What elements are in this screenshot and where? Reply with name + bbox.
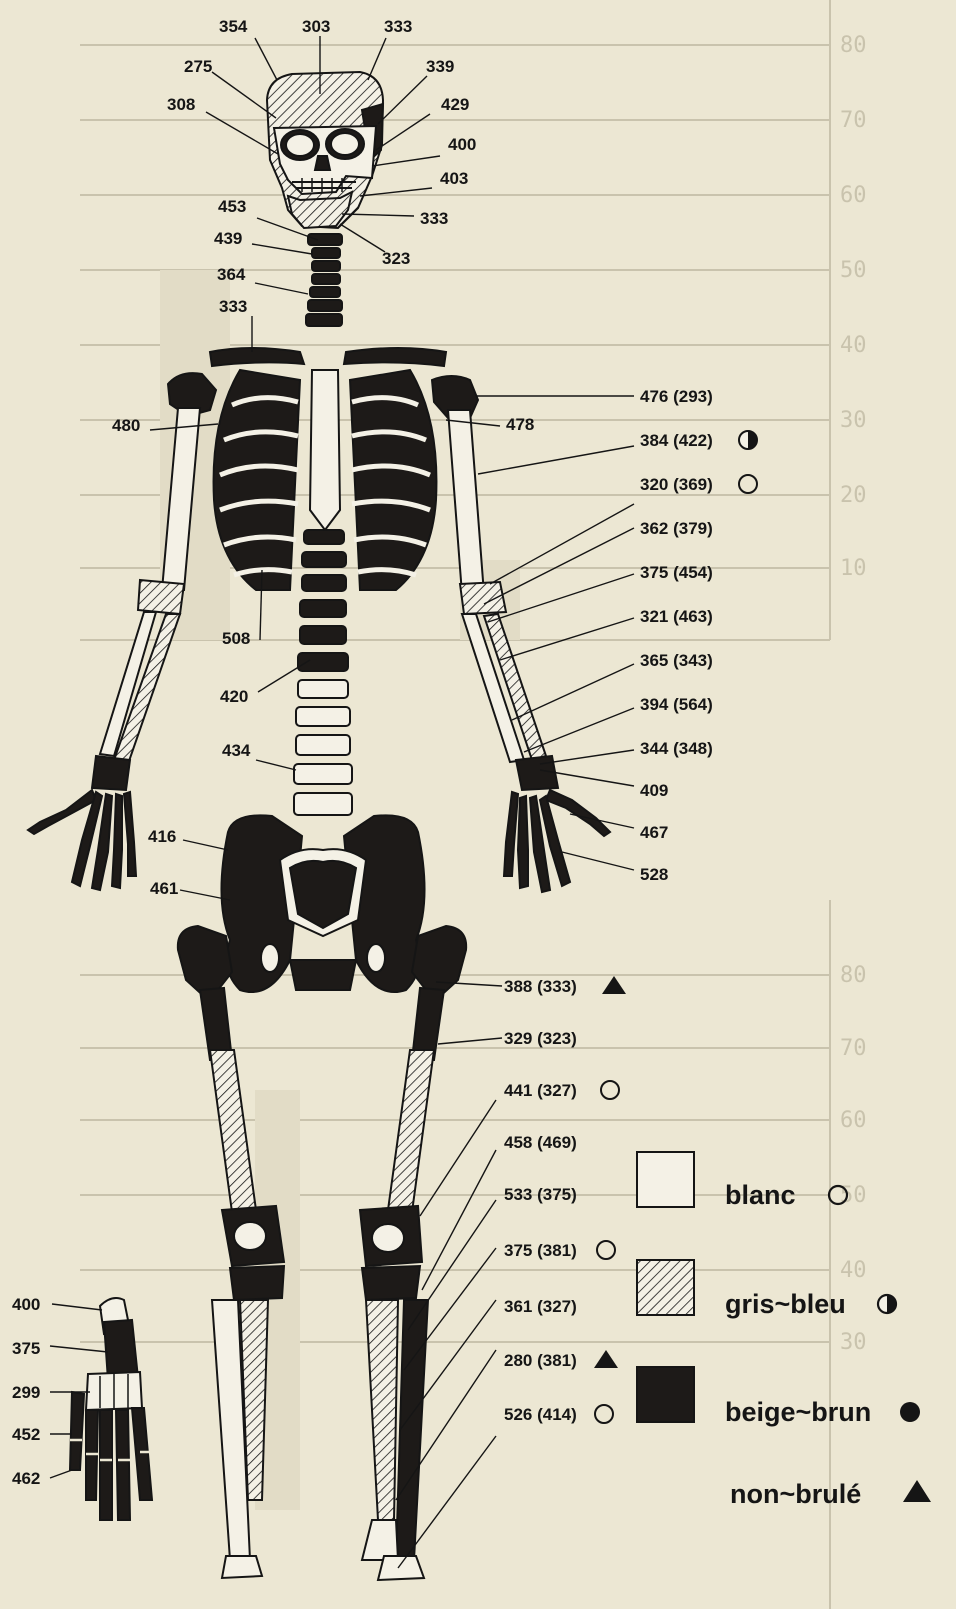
legend: blanc gris~bleu beige~brun non~brulé: [637, 1152, 931, 1509]
label-skull-right-4: 403: [440, 169, 468, 188]
ghost-tick: 40: [840, 1258, 867, 1283]
label-neck-1: 439: [214, 229, 242, 248]
label-arm-left-2: 508: [222, 629, 250, 648]
label-arm-right-11: 409: [640, 781, 668, 800]
lumbar-spine: [294, 530, 352, 815]
ghost-axis-ticks: 80 70 60 50 40 30 20 10 80 70 60 50 40 30: [840, 33, 867, 1355]
ghost-tick: 80: [840, 963, 867, 988]
label-leg-right-6: 375 (381): [504, 1241, 577, 1260]
label-skull-right-1: 339: [426, 57, 454, 76]
label-skull-left-1: 275: [184, 57, 212, 76]
label-arm-right-13: 528: [640, 865, 668, 884]
ghost-tick: 50: [840, 258, 867, 283]
pelvis: [221, 815, 424, 992]
label-leg-right-7: 361 (327): [504, 1297, 577, 1316]
label-leg-right-4: 458 (469): [504, 1133, 577, 1152]
label-arm-right-1: 478: [506, 415, 534, 434]
ghost-tick: 10: [840, 556, 867, 581]
label-arm-right-10: 344 (348): [640, 739, 713, 758]
triangle-icon: [602, 976, 626, 994]
label-foot-2: 375: [12, 1339, 40, 1358]
triangle-icon: [594, 1350, 618, 1368]
label-leg-right-9: 526 (414): [504, 1405, 577, 1424]
cervical-spine: [306, 234, 342, 326]
label-skull-top-3: 333: [384, 17, 412, 36]
label-spine-2: 434: [222, 741, 251, 760]
legend-half-circle-icon: [878, 1295, 896, 1313]
leg-right: [360, 926, 466, 1580]
label-arm-right-12: 467: [640, 823, 668, 842]
arm-left: [28, 408, 200, 890]
open-circle-icon: [739, 475, 757, 493]
label-skull-right-3: 400: [448, 135, 476, 154]
skull: [267, 72, 383, 228]
label-arm-right-7: 321 (463): [640, 607, 713, 626]
label-pelvis-2: 461: [150, 879, 178, 898]
ghost-tick: 70: [840, 1036, 867, 1061]
ghost-tick: 20: [840, 483, 867, 508]
label-spine-1: 420: [220, 687, 248, 706]
ghost-tick: 60: [840, 1108, 867, 1133]
label-leg-right-5: 533 (375): [504, 1185, 577, 1204]
legend-label-non-brule: non~brulé: [730, 1479, 861, 1509]
ghost-tick: 30: [840, 408, 867, 433]
open-circle-icon: [597, 1241, 615, 1259]
ghost-tick: 50: [840, 1183, 867, 1208]
ghost-tick: 70: [840, 108, 867, 133]
label-leg-right-1: 388 (333): [504, 977, 577, 996]
label-neck-3: 333: [219, 297, 247, 316]
label-pelvis-1: 416: [148, 827, 176, 846]
label-leg-right-3: 441 (327): [504, 1081, 577, 1100]
label-skull-left-2: 308: [167, 95, 195, 114]
half-circle-icon: [739, 431, 757, 449]
ghost-tick: 40: [840, 333, 867, 358]
label-arm-right-4: 320 (369): [640, 475, 713, 494]
ghost-tick: 80: [840, 33, 867, 58]
legend-filled-circle-icon: [900, 1402, 920, 1422]
background-ghost: 80 70 60 50 40 30 20 10 80 70 60 50 40 30: [80, 0, 867, 1609]
label-foot-5: 462: [12, 1469, 40, 1488]
legend-label-gris-bleu: gris~bleu: [725, 1289, 846, 1319]
label-arm-right-3: 384 (422): [640, 431, 713, 450]
legend-swatch-white: [637, 1152, 694, 1207]
label-leg-right-2: 329 (323): [504, 1029, 577, 1048]
legend-label-blanc: blanc: [725, 1180, 796, 1210]
open-circle-icon: [601, 1081, 619, 1099]
ghost-tick: 60: [840, 183, 867, 208]
label-mandible-2: 323: [382, 249, 410, 268]
legend-label-beige-brun: beige~brun: [725, 1397, 871, 1427]
label-foot-1: 400: [12, 1295, 40, 1314]
label-arm-right-5: 362 (379): [640, 519, 713, 538]
label-leg-right-8: 280 (381): [504, 1351, 577, 1370]
label-arm-right-9: 394 (564): [640, 695, 713, 714]
legend-triangle-icon: [903, 1480, 931, 1502]
label-neck-2: 364: [217, 265, 246, 284]
legend-swatch-dark: [637, 1367, 694, 1422]
label-arm-right-2: 476 (293): [640, 387, 713, 406]
label-mandible-1: 453: [218, 197, 246, 216]
label-skull-right-5: 333: [420, 209, 448, 228]
legend-swatch-hatched: [637, 1260, 694, 1315]
ghost-tick: 30: [840, 1330, 867, 1355]
label-skull-right-2: 429: [441, 95, 469, 114]
label-skull-top-1: 354: [219, 17, 248, 36]
open-circle-icon: [595, 1405, 613, 1423]
label-foot-4: 452: [12, 1425, 40, 1444]
label-arm-right-6: 375 (454): [640, 563, 713, 582]
label-arm-right-8: 365 (343): [640, 651, 713, 670]
label-skull-top-2: 303: [302, 17, 330, 36]
label-foot-3: 299: [12, 1383, 40, 1402]
foot-inset: [70, 1298, 152, 1520]
label-arm-left-1: 480: [112, 416, 140, 435]
